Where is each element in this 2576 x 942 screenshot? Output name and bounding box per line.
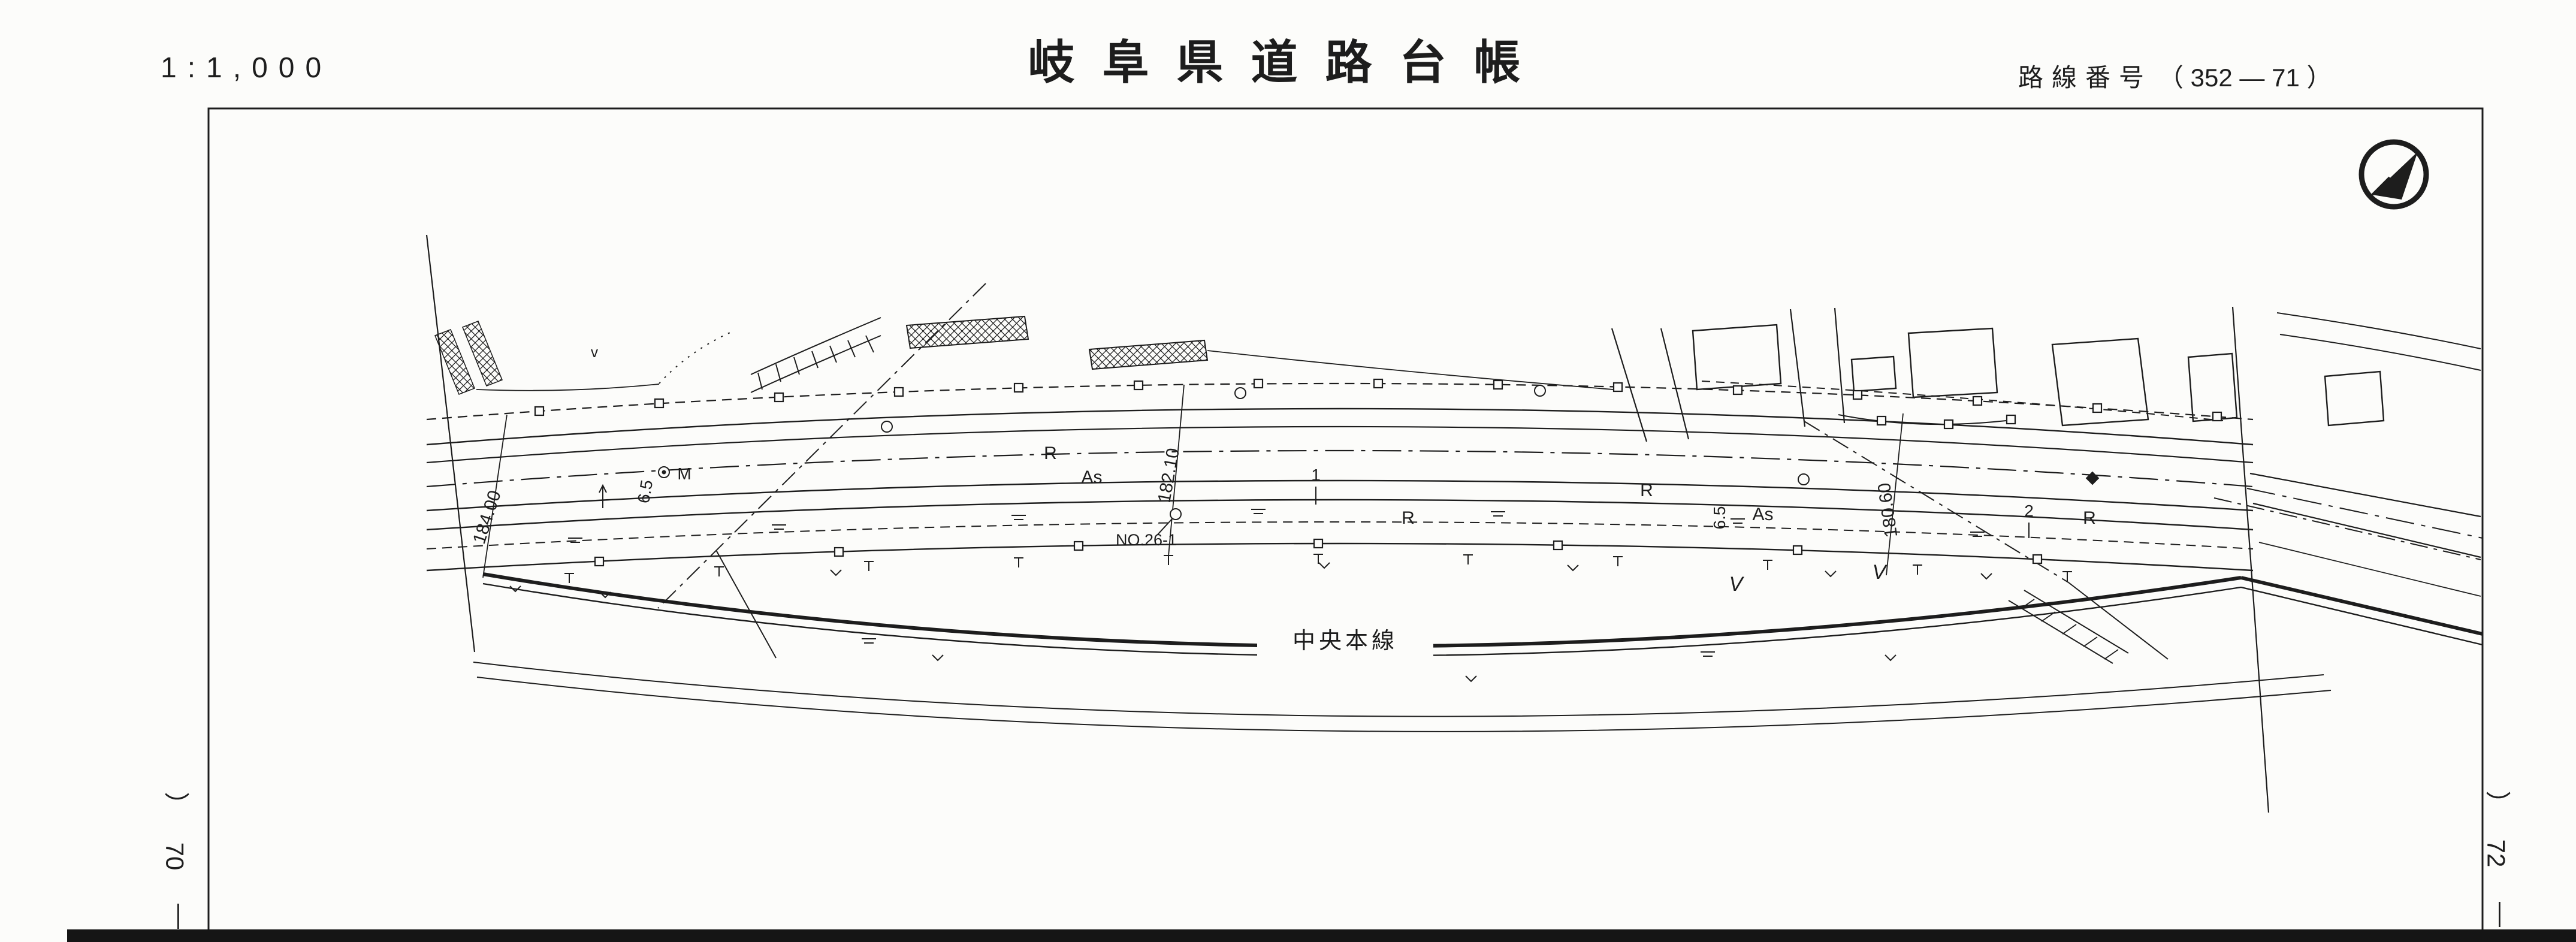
route-number-label: 路線番号 [2018,64,2153,92]
buildings [1692,312,2481,427]
station-label-182: 182.10 [1154,446,1183,504]
station-lines [482,384,1904,578]
sheet-match-lines [425,234,2270,813]
pavement-label-as-right: As [1752,505,1773,524]
number-label-1: 1 [1311,466,1321,484]
route-number-value: （ 352 — 71 ） [2158,64,2332,92]
point-number-label: NO.26-1 [1116,531,1177,549]
road-right-extension [2246,472,2483,597]
scale-label: 1:1,000 [161,52,333,84]
width-label-right: 6.5 [1710,506,1729,530]
vegetation-marks [509,562,1992,682]
v-label-1: V [1729,573,1745,596]
road-lines [426,382,2254,572]
slope-ticks [564,554,2073,584]
railway-crossing [2008,590,2129,664]
lower-road-lines [473,662,2332,732]
v-label-2: V [1873,561,1888,584]
route-number: 路線番号（ 352 — 71 ） [2018,58,2332,94]
route-mark-r3: R [1640,481,1653,500]
railway-lines [482,572,2483,657]
sheet-frame [67,107,2576,942]
retaining-wall [476,317,881,393]
survey-point-symbols [599,466,2100,538]
station-label-184: 184.00 [469,488,505,546]
width-label-left: 6.5 [634,478,656,505]
benchmark-label-m: M [677,464,691,483]
scan-edge [67,929,2576,942]
manhole-markers [881,385,1810,485]
station-label-180: 180.60 [1874,482,1901,539]
railway-label-mask [1257,622,1433,657]
route-mark-r2: R [1402,508,1415,528]
hatched-structures [434,315,1614,395]
side-roads [1611,307,1846,442]
page-title: 岐阜県道路台帳 [1028,36,1548,89]
boundary-lines [657,283,2481,660]
railway-name-label: 中央本線 [1292,629,1398,654]
v-label-small: v [591,345,598,361]
north-arrow-icon [2358,139,2429,210]
route-mark-r4: R [2083,508,2096,528]
route-mark-r1: R [1044,443,1057,463]
number-label-2: 2 [2024,502,2034,520]
pavement-label-as-left: As [1081,467,1102,487]
